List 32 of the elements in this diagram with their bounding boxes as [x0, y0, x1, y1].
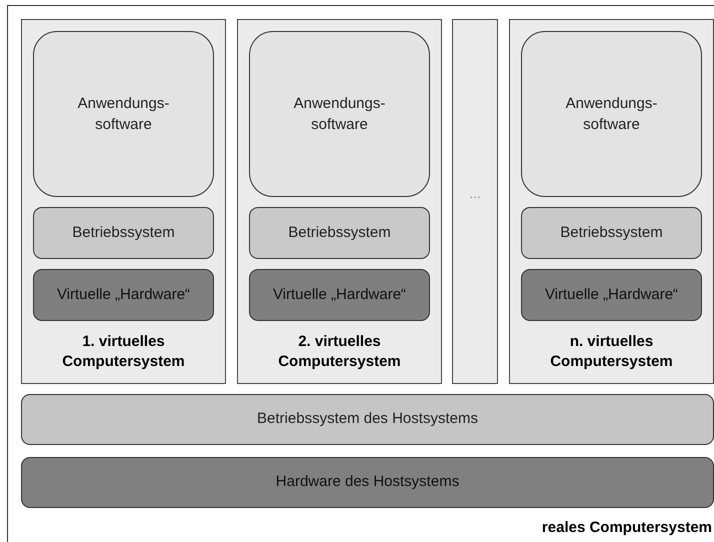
- layer-label: Anwendungs- software: [78, 94, 170, 135]
- layer-label: Virtuelle „Hardware“: [56, 284, 190, 305]
- virtual-machine-panel: [237, 19, 442, 384]
- layer-box: [21, 394, 714, 445]
- layer-label: Betriebssystem: [288, 222, 391, 243]
- panel-title: 1. virtuelles Computersystem: [61, 332, 186, 372]
- layer-box: [521, 31, 702, 197]
- layer-box: [21, 457, 714, 508]
- layer-label: Betriebssystem: [560, 222, 663, 243]
- system-frame: [7, 5, 714, 542]
- ellipsis: …: [469, 186, 481, 203]
- ellipsis-panel: [452, 19, 498, 384]
- layer-box: [521, 207, 702, 259]
- layer-label: Hardware des Hostsystems: [276, 472, 460, 492]
- layer-box: [33, 31, 214, 197]
- layer-label: Betriebssystem des Hostsystems: [257, 409, 478, 430]
- layer-label: Virtuelle „Hardware“: [272, 284, 406, 305]
- layer-label: Anwendungs- software: [294, 94, 386, 135]
- panel-title: 2. virtuelles Computersystem: [277, 332, 402, 372]
- layer-box: [33, 269, 214, 321]
- layer-box: [249, 269, 430, 321]
- panel-title: n. virtuelles Computersystem: [549, 332, 674, 372]
- layer-box: [249, 31, 430, 197]
- layer-label: Virtuelle „Hardware“: [544, 284, 678, 305]
- layer-box: [249, 207, 430, 259]
- layer-label: Anwendungs- software: [566, 94, 658, 135]
- layer-label: Betriebssystem: [72, 222, 175, 243]
- layer-box: [33, 207, 214, 259]
- layer-box: [521, 269, 702, 321]
- virtual-machine-panel: [509, 19, 714, 384]
- frame-title: reales Computersystem: [542, 518, 712, 538]
- virtual-machine-panel: [21, 19, 226, 384]
